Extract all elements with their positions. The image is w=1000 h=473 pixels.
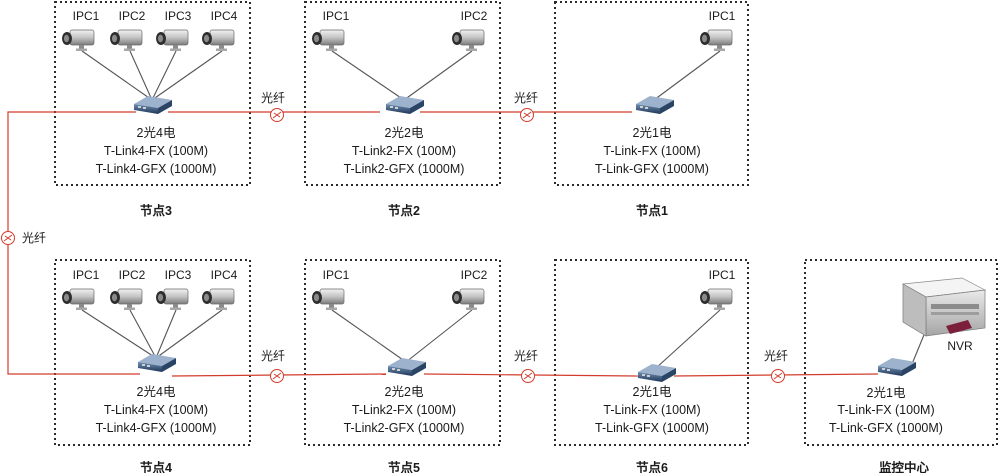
model-fx: T-Link-FX (100M) — [603, 144, 700, 158]
media-converter-icon — [636, 96, 674, 114]
ethernet-cable — [151, 50, 177, 101]
ipc-camera-icon — [201, 29, 235, 52]
ipc-camera-icon — [61, 29, 95, 52]
converter-type: 2光4电 — [137, 385, 176, 399]
fiber-label: 光纤 — [22, 231, 46, 245]
ipc-camera-icon — [201, 288, 235, 311]
camera-label: IPC1 — [709, 268, 736, 282]
model-fx: T-Link-FX (100M) — [837, 403, 934, 417]
ethernet-cable — [331, 309, 407, 363]
converter-type: 2光1电 — [633, 126, 672, 140]
ethernet-cable — [155, 309, 223, 359]
node-frame-node3 — [54, 1, 251, 186]
node-label: 节点1 — [636, 203, 668, 218]
converter-type: 2光1电 — [867, 386, 906, 400]
ipc-camera-icon — [61, 288, 95, 311]
converter-type: 2光2电 — [385, 385, 424, 399]
model-gfx: T-Link4-GFX (1000M) — [96, 421, 217, 435]
node-label: 节点2 — [388, 203, 420, 218]
ethernet-cable — [129, 50, 153, 101]
camera-label: IPC2 — [461, 9, 488, 23]
model-fx: T-Link4-FX (100M) — [104, 403, 208, 417]
node-frame-node1 — [554, 1, 749, 186]
ipc-camera-icon — [451, 29, 485, 52]
node-frame-node6 — [554, 259, 749, 446]
ethernet-cable — [129, 309, 157, 359]
model-gfx: T-Link2-GFX (1000M) — [344, 421, 465, 435]
model-fx: T-Link2-FX (100M) — [352, 144, 456, 158]
model-gfx: T-Link4-GFX (1000M) — [96, 162, 217, 176]
fiber-connector-icon — [521, 369, 535, 383]
fiber-label: 光纤 — [514, 349, 538, 363]
ipc-camera-icon — [699, 29, 733, 52]
node-frame-node2 — [304, 1, 501, 186]
camera-label: IPC1 — [323, 268, 350, 282]
fiber-connector-icon — [270, 108, 284, 122]
ipc-camera-icon — [109, 288, 143, 311]
camera-label: IPC2 — [119, 268, 146, 282]
ipc-camera-icon — [311, 288, 345, 311]
media-converter-icon — [638, 364, 676, 382]
node-label: 监控中心 — [879, 460, 930, 473]
media-converter-icon — [386, 96, 424, 114]
ipc-camera-icon — [109, 29, 143, 52]
media-converter-icon — [388, 358, 426, 376]
fiber-connector-icon — [520, 108, 534, 122]
camera-label: IPC2 — [119, 9, 146, 23]
node-label: 节点5 — [388, 460, 420, 473]
node-label: 节点3 — [140, 203, 172, 218]
ethernet-cable — [911, 329, 927, 365]
model-gfx: T-Link-GFX (1000M) — [595, 421, 709, 435]
converter-type: 2光2电 — [385, 126, 424, 140]
fiber-label: 光纤 — [514, 91, 538, 105]
node-frame-node5 — [304, 259, 501, 446]
camera-label: IPC4 — [211, 9, 238, 23]
media-converter-icon — [878, 358, 916, 376]
fiber-label: 光纤 — [261, 349, 285, 363]
ethernet-cable — [405, 309, 473, 363]
converter-type: 2光1电 — [633, 385, 672, 399]
ethernet-cable — [331, 50, 405, 101]
ipc-camera-icon — [451, 288, 485, 311]
ethernet-cable — [155, 309, 177, 359]
camera-label: IPC1 — [73, 9, 100, 23]
ethernet-cable — [81, 309, 157, 359]
ethernet-cable — [151, 50, 223, 101]
node-frame-center — [804, 259, 998, 446]
node-label: 节点6 — [636, 460, 668, 473]
camera-label: IPC3 — [165, 9, 192, 23]
model-gfx: T-Link-GFX (1000M) — [595, 162, 709, 176]
camera-label: IPC3 — [165, 268, 192, 282]
model-gfx: T-Link2-GFX (1000M) — [344, 162, 465, 176]
media-converter-icon — [134, 96, 172, 114]
ipc-camera-icon — [311, 29, 345, 52]
ipc-camera-icon — [155, 29, 189, 52]
media-converter-icon — [138, 354, 176, 372]
camera-label: IPC1 — [323, 9, 350, 23]
camera-label: IPC2 — [461, 268, 488, 282]
ethernet-cable — [655, 309, 721, 369]
camera-label: IPC1 — [709, 9, 736, 23]
model-gfx: T-Link-GFX (1000M) — [829, 421, 943, 435]
fiber-connector-icon — [771, 369, 785, 383]
node-label: 节点4 — [140, 460, 172, 473]
fiber-connector-icon — [270, 369, 284, 383]
model-fx: T-Link2-FX (100M) — [352, 403, 456, 417]
fiber-label: 光纤 — [764, 349, 788, 363]
camera-label: IPC1 — [73, 268, 100, 282]
ethernet-cable — [653, 50, 721, 101]
fiber-connector-icon — [1, 231, 15, 245]
model-fx: T-Link4-FX (100M) — [104, 144, 208, 158]
converter-type: 2光4电 — [137, 126, 176, 140]
model-fx: T-Link-FX (100M) — [603, 403, 700, 417]
fiber-label: 光纤 — [261, 91, 285, 105]
ethernet-cable — [81, 50, 153, 101]
ipc-camera-icon — [155, 288, 189, 311]
nvr-label: NVR — [947, 339, 973, 353]
ipc-camera-icon — [699, 288, 733, 311]
ethernet-cable — [403, 50, 473, 101]
camera-label: IPC4 — [211, 268, 238, 282]
nvr-server-icon — [901, 277, 987, 337]
